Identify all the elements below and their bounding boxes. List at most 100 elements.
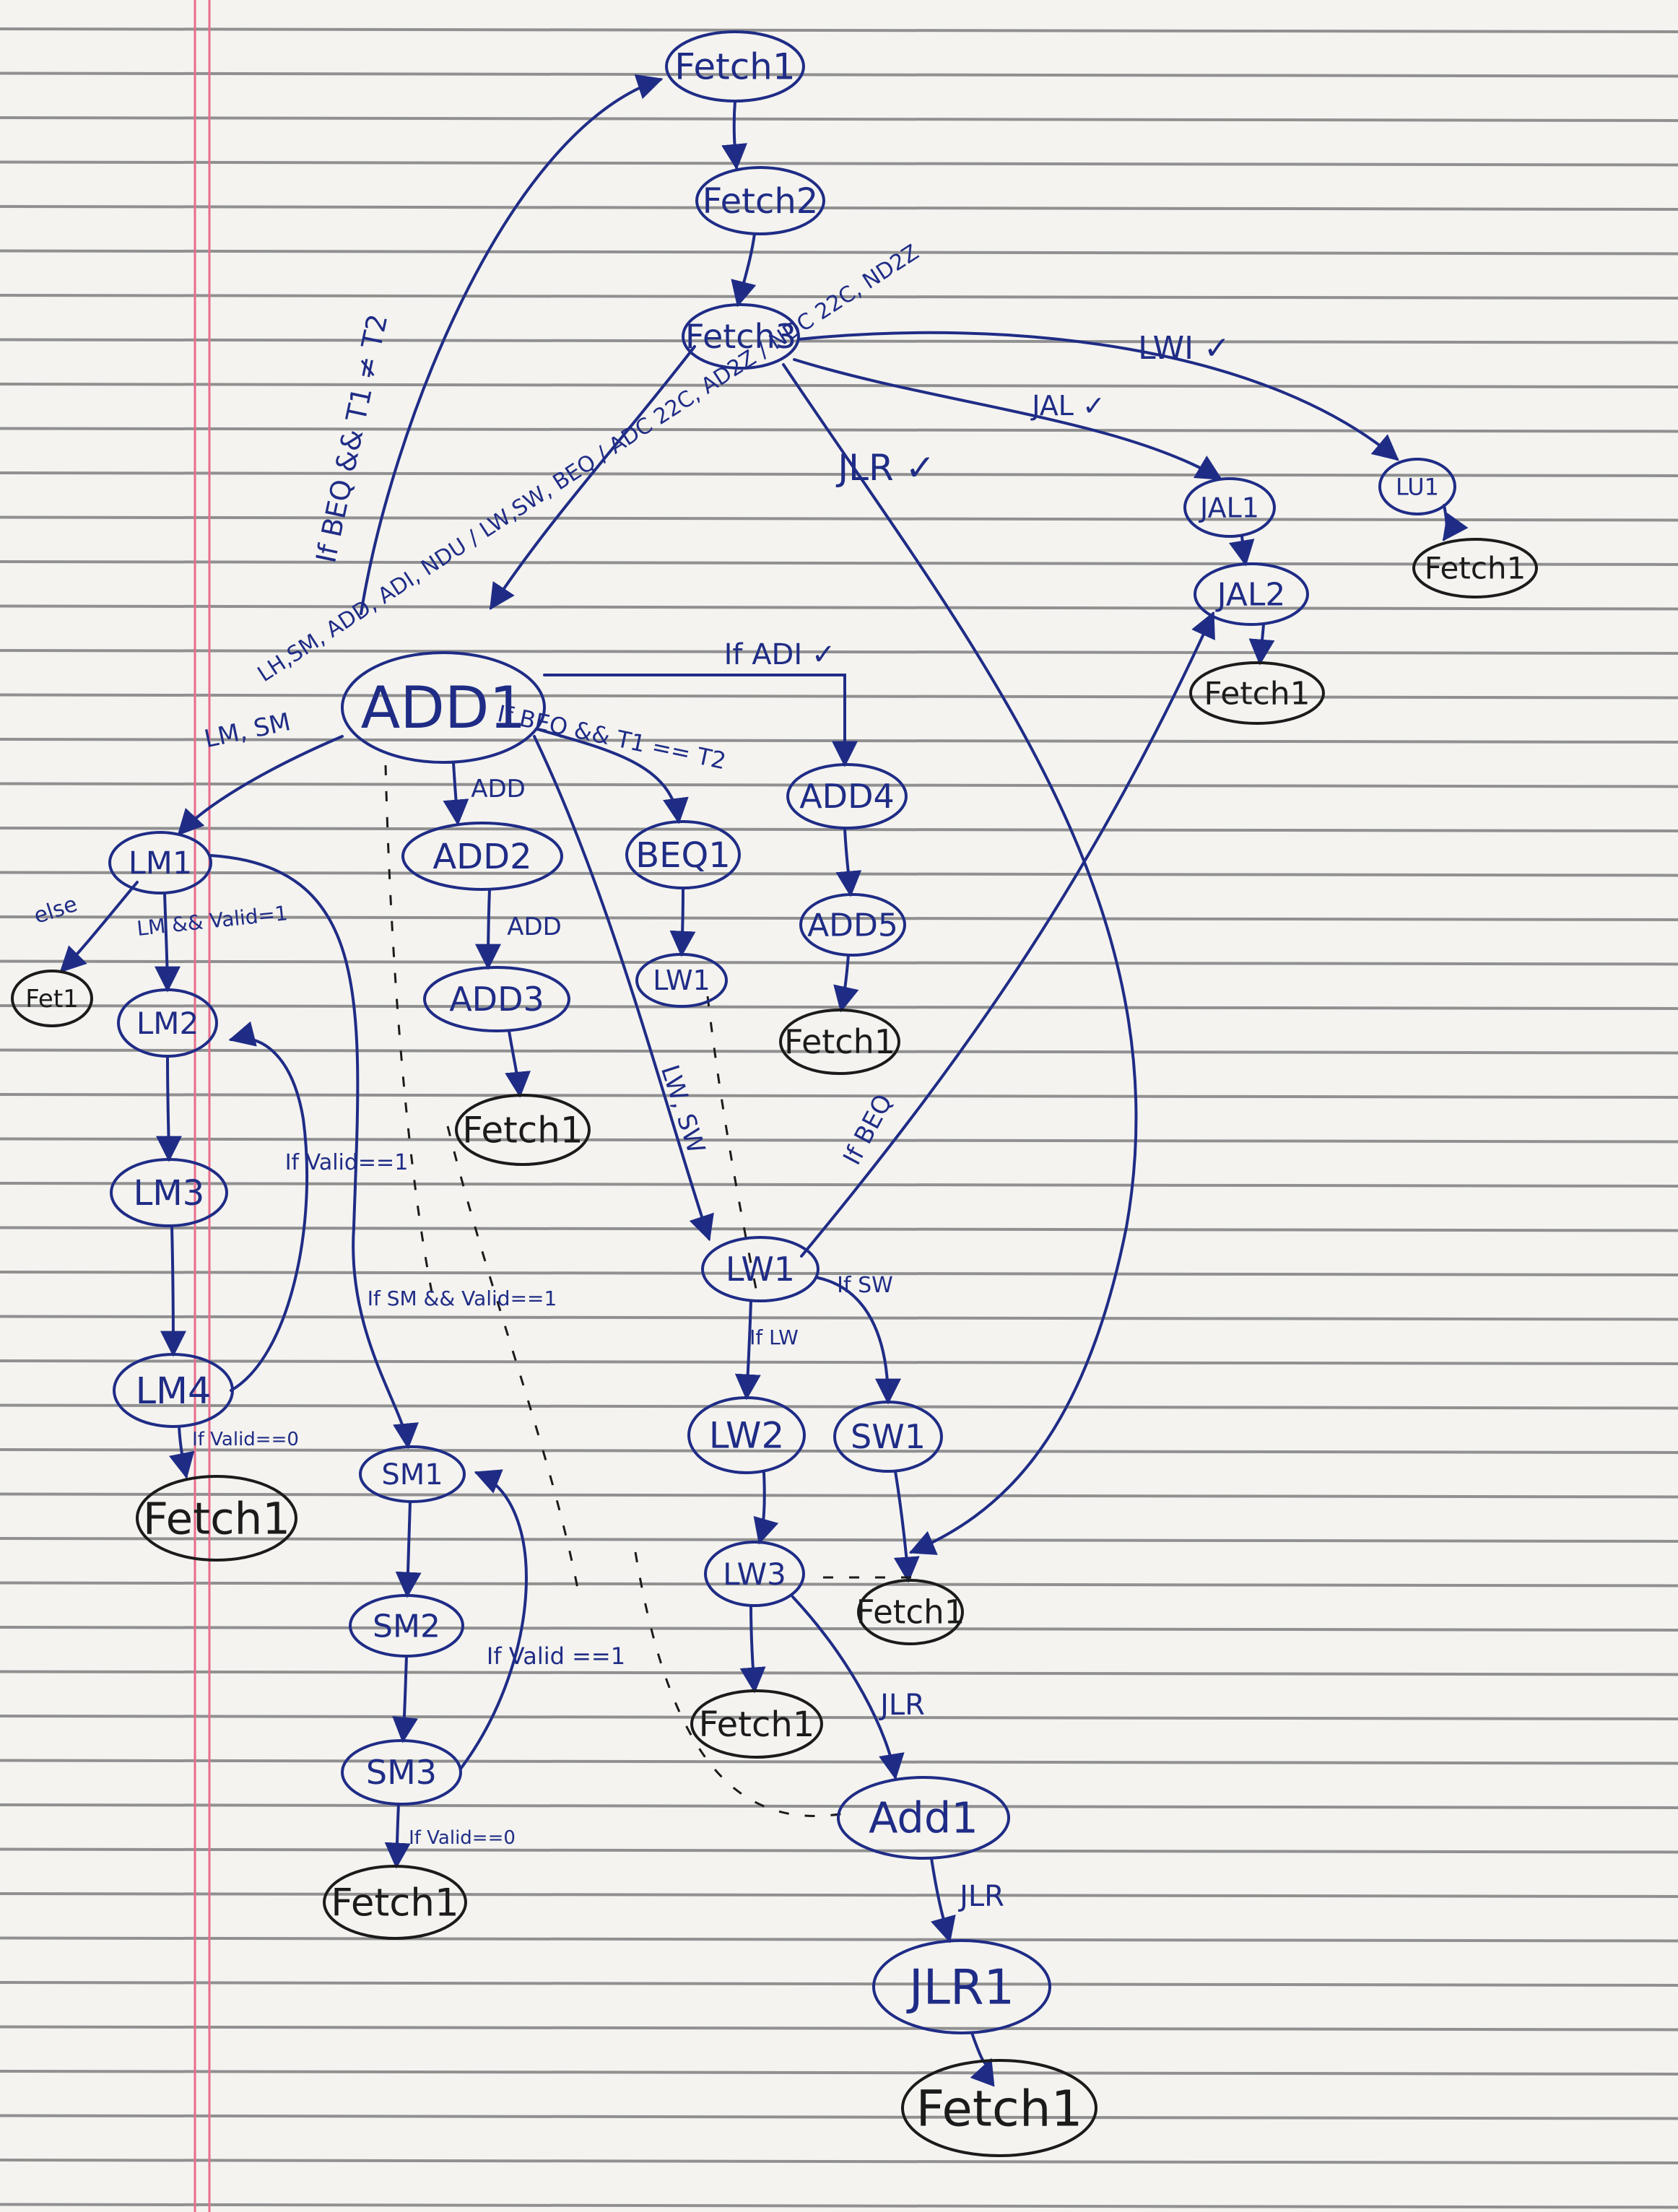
ruled-line [0,782,1678,788]
node-lm4_fetch: Fetch1 [136,1475,297,1562]
ruled-line [0,1403,1678,1410]
ruled-line [0,604,1678,611]
edge-add1-to-fetch1_top [360,74,664,615]
ruled-line [0,515,1678,522]
node-lm2: LM2 [117,988,218,1058]
ruled-line [0,1315,1678,1321]
edge-lw3-to-lw3_fetch [739,1604,766,1694]
edge-label-lm4-to-lm4_fetch: If Valid==0 [192,1429,299,1450]
ruled-line [0,1271,1678,1276]
ruled-line [0,1226,1678,1232]
edge-lw3-to-add1_jlr [791,1595,905,1780]
ruled-line [0,1847,1678,1854]
node-label: LM1 [129,845,192,881]
edge-sm3-to-sm3_fetch [384,1803,411,1869]
edge-lw1-to-jal2 [800,611,1215,1258]
node-add2: ADD2 [401,822,563,891]
edge-label-lm1-to-sm1: If SM && Valid==1 [368,1286,557,1310]
ruled-line [0,1715,1678,1720]
node-outline [901,2059,1097,2157]
edge-labels-layer: LWI ✓JAL ✓JLR ✓LH,SM, ADD, ADI, NDU / LW… [31,240,1230,1913]
edge-add1-to-add2 [443,761,469,826]
node-label: LM3 [134,1173,205,1214]
edge-add3-to-add3_fetch [505,1029,531,1098]
ruled-line [0,1537,1678,1543]
edge-sw1-to-sw1_fetch [893,1470,920,1583]
ruled-line [0,1759,1678,1765]
node-outline [455,1094,591,1166]
node-label: Fetch1 [856,1593,965,1632]
ruled-line [0,2025,1678,2032]
node-outline [423,966,570,1032]
edge-sm3-to-sm1 [459,1469,528,1770]
node-sm3: SM3 [341,1739,462,1806]
edge-label-add2-to-add3: ADD [507,913,562,941]
node-add1: ADD1 [341,651,546,764]
node-outline [690,1689,823,1759]
edge-add2-to-add3 [475,888,502,970]
node-label: LW1 [653,965,710,996]
node-label: Fet1 [25,985,79,1014]
ruled-line [0,116,1678,122]
edge-lw1-to-sw1 [817,1276,901,1405]
edge-lm1-to-sm1 [209,854,419,1450]
node-outline [1412,538,1538,598]
node-outline [857,1579,964,1645]
node-label: Fetch1 [1204,675,1310,712]
edge-fetch3-to-jal1 [793,358,1223,480]
dashed-guide-line [634,1551,853,1817]
edge-add1-to-beq1 [536,728,689,824]
node-lm1: LM1 [108,831,212,894]
node-jal1: JAL1 [1183,477,1276,538]
edge-lm1-to-lm2 [154,892,181,993]
node-label: SM2 [373,1608,440,1645]
node-outline [117,988,218,1058]
node-outline [1189,661,1325,725]
node-outline [323,1865,467,1940]
ruled-line [0,2203,1678,2209]
edge-fetch2-to-fetch3 [731,232,757,308]
ruled-line [0,160,1678,167]
ruled-line [0,827,1678,832]
node-add3: ADD3 [423,966,570,1032]
node-add3_fetch: Fetch1 [455,1094,591,1166]
node-outline [837,1776,1010,1860]
node-label: LW1 [726,1250,795,1289]
node-label: LW3 [723,1556,786,1592]
edge-label-add1-to-lw1: LW, SW [655,1061,710,1157]
node-label: JAL2 [1215,576,1286,613]
node-label: JAL1 [1199,492,1259,523]
edge-lm1-to-lm_fetch_small [59,881,139,973]
ruled-line [0,383,1678,388]
edge-label-lw1-to-jal2: If BEQ [838,1089,898,1170]
edge-lm3-to-lm4 [160,1224,186,1357]
node-label: ADD4 [799,777,895,816]
node-outline [1378,458,1456,515]
node-outline [108,831,212,894]
edge-fetch3-to-add1 [490,345,696,611]
edge-label-fetch3-to-lw3: JLR ✓ [835,447,935,489]
edge-label-lm1-to-lm_fetch_small: else [31,892,81,929]
node-label: Fetch1 [143,1493,290,1544]
edge-sm1-to-sm2 [395,1500,422,1598]
edge-label-lw1-to-lw2: If LW [749,1325,799,1349]
edge-lm4-to-lm2 [228,1021,309,1392]
node-label: ADD1 [361,674,526,741]
node-add4: ADD4 [786,763,908,830]
node-outline [136,1475,297,1562]
node-jlr_fetch: Fetch1 [901,2059,1097,2157]
edge-label-lw3-to-add1_jlr: JLR [878,1689,925,1722]
ruled-line [0,471,1678,477]
node-label: LU1 [1396,473,1439,500]
ruled-line [0,205,1678,211]
ruled-line [0,249,1678,256]
edge-label-add1_jlr-to-jlr1: JLR [957,1880,1004,1913]
node-label: Fetch1 [462,1110,583,1151]
node-outline [625,820,741,889]
edge-add1-to-lw1 [533,735,714,1242]
node-add1_jlr: Add1 [837,1776,1010,1860]
node-label: Fetch1 [674,46,795,88]
edges-layer [59,74,1469,2087]
edge-label-add1-to-fetch1_top: If BEQ && T1 ≠ T2 [310,311,394,565]
node-label: Fetch2 [703,181,819,222]
